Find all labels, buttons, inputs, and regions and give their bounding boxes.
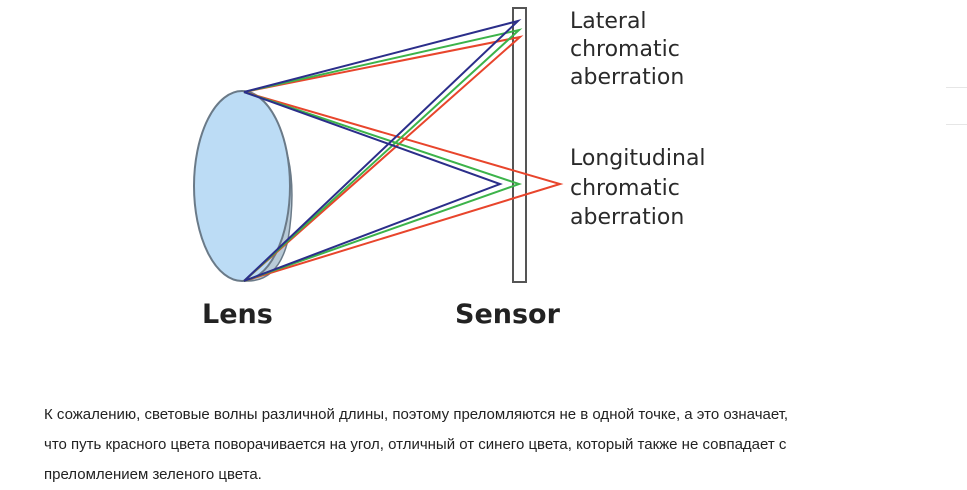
longitudinal-label-line-2: chromatic <box>570 176 680 201</box>
lateral-label-line-2: chromatic <box>570 37 680 62</box>
lateral-label-line-3: aberration <box>570 65 684 90</box>
blue-ray-lateral <box>243 19 522 282</box>
lateral-label-line-1: Lateral <box>570 9 647 34</box>
edge-divider-top <box>946 87 967 88</box>
green-ray-longitudinal <box>243 91 523 282</box>
blue-ray-longitudinal <box>243 91 503 282</box>
paragraph-line-2: что путь красного цвета поворачивается н… <box>44 436 787 453</box>
paragraph-line-3: преломлением зеленого цвета. <box>44 466 262 483</box>
longitudinal-label-line-1: Longitudinal <box>570 146 706 171</box>
paragraph-line-1: К сожалению, световые волны различной дл… <box>44 406 789 423</box>
edge-divider-bottom <box>946 124 967 125</box>
red-rays <box>243 35 564 282</box>
chromatic-aberration-diagram: Lateral chromatic aberration Longitudina… <box>193 7 713 330</box>
sensor-plate <box>512 7 527 283</box>
blue-rays <box>243 19 522 282</box>
longitudinal-aberration-label: Longitudinal chromatic aberration <box>570 146 713 230</box>
lens-shape <box>193 90 291 282</box>
sensor-label: Sensor <box>455 299 561 330</box>
explanation-paragraph: К сожалению, световые волны различной дл… <box>44 400 944 490</box>
longitudinal-label-line-3: aberration <box>570 205 684 230</box>
red-ray-lateral <box>243 35 524 282</box>
lateral-aberration-label: Lateral chromatic aberration <box>570 9 687 90</box>
green-rays <box>243 28 523 282</box>
lens-label: Lens <box>202 299 273 330</box>
red-ray-longitudinal <box>243 91 564 282</box>
green-ray-lateral <box>243 28 523 282</box>
